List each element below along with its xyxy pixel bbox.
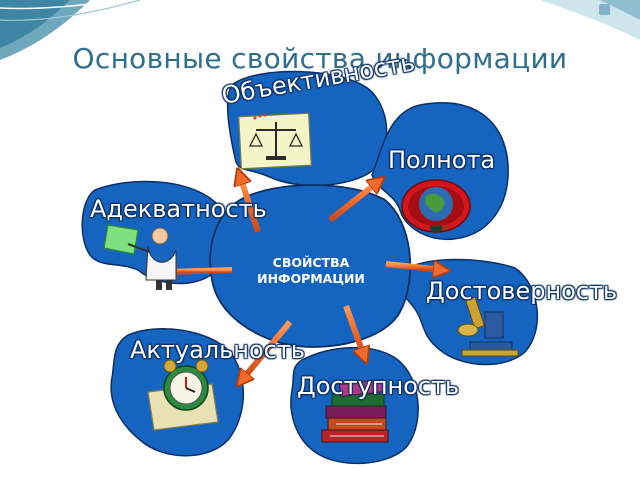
label-relevance: Актуальность <box>130 336 305 364</box>
central-node <box>209 184 412 348</box>
teacher-icon <box>103 224 177 290</box>
arrow-to-reliability <box>385 264 442 270</box>
alarm-clock-icon <box>147 359 219 431</box>
corner-decoration-left <box>0 0 141 60</box>
center-label-line1: СВОЙСТВА <box>272 255 350 270</box>
arrow-to-objectivity <box>240 176 261 233</box>
blob-reliability <box>398 258 538 366</box>
arrow-to-relevance <box>242 320 293 380</box>
slide-title: Основные свойства информации <box>72 42 568 75</box>
label-completeness: Полнота <box>388 146 496 174</box>
scales-icon <box>238 112 312 170</box>
label-adequacy: Адекватность <box>90 195 267 223</box>
corner-square <box>599 4 610 15</box>
corner-decoration-right <box>540 0 640 40</box>
arrow-to-adequacy <box>168 270 233 272</box>
microscope-icon <box>457 296 519 357</box>
label-reliability: Достоверность <box>426 277 618 305</box>
center-label-line2: ИНФОРМАЦИИ <box>257 271 365 286</box>
label-accessibility: Доступность <box>297 372 460 400</box>
arrow-to-accessibility <box>343 304 364 356</box>
center-label: СВОЙСТВА ИНФОРМАЦИИ <box>233 255 389 287</box>
arrow-to-completeness <box>328 182 378 223</box>
globe-icon <box>401 179 471 233</box>
books-icon <box>321 379 389 443</box>
